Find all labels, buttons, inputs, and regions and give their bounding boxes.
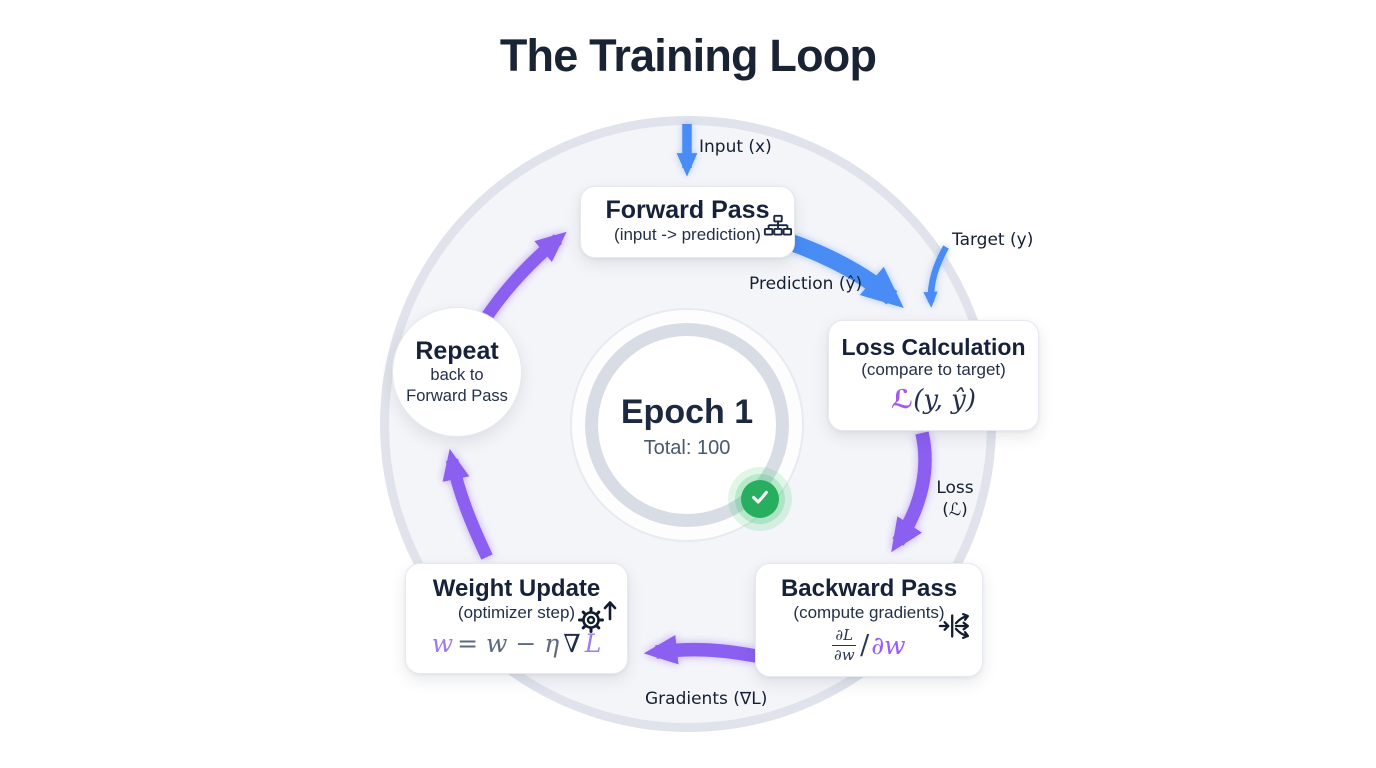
input-label: Input (x): [699, 137, 772, 157]
gear-up-icon: [575, 593, 619, 642]
weight-formula-l: L: [584, 628, 602, 658]
gradients-arrow: [643, 635, 758, 665]
forward-pass-node: Forward Pass (input -> prediction): [580, 186, 795, 258]
backward-pass-subtitle: (compute gradients): [793, 602, 945, 622]
backward-formula-dw: ∂w: [871, 630, 906, 660]
loss-label-line2: (ℒ): [942, 500, 968, 521]
loss-formula: ℒ(y, ŷ): [829, 385, 1038, 415]
repeat-node: Repeat back to Forward Pass: [392, 307, 522, 437]
repeat-title: Repeat: [415, 336, 499, 365]
weight-update-subtitle: (optimizer step): [457, 602, 576, 622]
loss-formula-args: (y, ŷ): [913, 384, 977, 415]
split-arrows-icon: [937, 607, 975, 650]
prediction-label: Prediction (ŷ): [749, 274, 863, 294]
weight-update-title: Weight Update: [432, 575, 601, 602]
update-to-repeat-arrow: [442, 448, 493, 560]
loss-label: Loss (ℒ): [923, 477, 987, 521]
loss-calculation-node: Loss Calculation (compare to target) ℒ(y…: [828, 320, 1039, 431]
target-arrow: [923, 245, 949, 308]
weight-formula-mid: = w − η: [457, 628, 560, 658]
backward-pass-title: Backward Pass: [780, 575, 958, 602]
forward-pass-title: Forward Pass: [605, 196, 770, 224]
backward-formula-slash: /: [860, 629, 870, 661]
sitemap-icon: [763, 212, 793, 247]
loss-formula-script-l: ℒ: [890, 384, 914, 415]
check-badge: [741, 480, 779, 518]
weight-formula-nabla: ∇: [563, 628, 581, 658]
backward-formula-fraction: ∂L ∂w: [832, 627, 857, 664]
weight-formula-w: w: [431, 628, 454, 658]
backward-formula-denominator: ∂w: [833, 645, 855, 664]
prediction-arrow: [787, 233, 904, 308]
repeat-subtitle-line1: back to: [430, 366, 484, 385]
backward-formula-numerator: ∂L: [832, 627, 857, 646]
epoch-counter: Epoch 1: [620, 393, 754, 431]
target-label: Target (y): [952, 230, 1034, 250]
forward-pass-subtitle: (input -> prediction): [614, 224, 761, 244]
repeat-subtitle-line2: Forward Pass: [406, 387, 508, 406]
page-title: The Training Loop: [499, 30, 877, 81]
epoch-total: Total: 100: [643, 437, 731, 459]
weight-update-formula: w= w − η∇L: [406, 629, 627, 658]
loss-label-line1: Loss: [936, 478, 974, 498]
loss-calculation-subtitle: (compare to target): [861, 360, 1006, 380]
weight-update-node: Weight Update (optimizer step) w= w − η∇…: [405, 563, 628, 674]
backward-formula: ∂L ∂w / ∂w: [756, 627, 982, 664]
backward-pass-node: Backward Pass (compute gradients) ∂L ∂w …: [755, 563, 983, 677]
check-icon: [749, 486, 771, 513]
gradients-label: Gradients (∇L): [645, 689, 768, 709]
loss-calculation-title: Loss Calculation: [841, 334, 1026, 360]
loss-arrow: [891, 431, 932, 553]
